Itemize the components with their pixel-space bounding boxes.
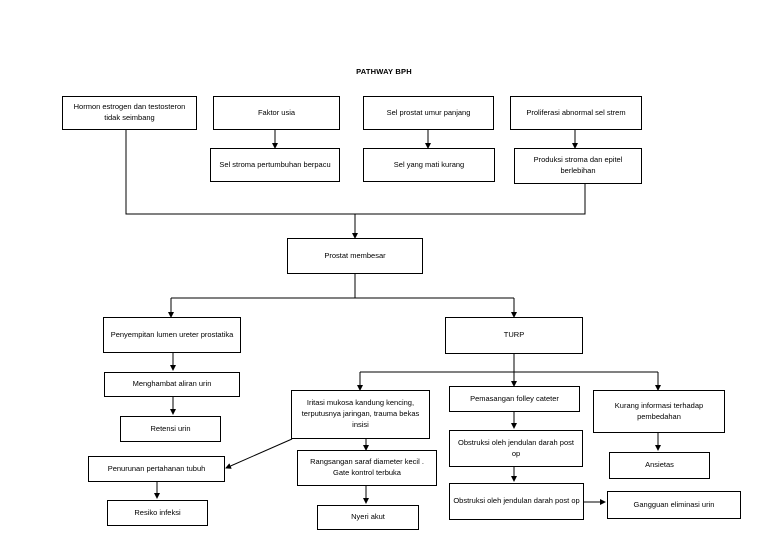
- node-proliferasi: Proliferasi abnormal sel strem: [510, 96, 642, 130]
- node-pemasangan: Pemasangan folley cateter: [449, 386, 580, 412]
- node-kurang-informasi: Kurang informasi terhadap pembedahan: [593, 390, 725, 433]
- node-ansietas: Ansietas: [609, 452, 710, 479]
- node-retensi: Retensi urin: [120, 416, 221, 442]
- node-penyempitan: Penyempitan lumen ureter prostatika: [103, 317, 241, 353]
- node-sel-mati: Sel yang mati kurang: [363, 148, 495, 182]
- node-obstruksi-1: Obstruksi oleh jendulan darah post op: [449, 430, 583, 467]
- node-produksi-stroma: Produksi stroma dan epitel berlebihan: [514, 148, 642, 184]
- connector-iritasi-penurunan: [225, 438, 293, 469]
- node-sel-stroma: Sel stroma pertumbuhan berpacu: [210, 148, 340, 182]
- node-prostat-membesar: Prostat membesar: [287, 238, 423, 274]
- node-gangguan: Gangguan eliminasi urin: [607, 491, 741, 519]
- node-resiko: Resiko infeksi: [107, 500, 208, 526]
- node-turp: TURP: [445, 317, 583, 354]
- diagram-title: PATHWAY BPH: [356, 67, 412, 76]
- node-nyeri: Nyeri akut: [317, 505, 419, 530]
- node-menghambat: Menghambat aliran urin: [104, 372, 240, 397]
- node-rangsangan: Rangsangan saraf diameter kecil . Gate k…: [297, 450, 437, 486]
- node-iritasi: Iritasi mukosa kandung kencing, terputus…: [291, 390, 430, 439]
- node-obstruksi-2: Obstruksi oleh jendulan darah post op: [449, 483, 584, 520]
- node-faktor-usia: Faktor usia: [213, 96, 340, 130]
- node-sel-prostat: Sel prostat umur panjang: [363, 96, 494, 130]
- node-hormon: Hormon estrogen dan testosteron tidak se…: [62, 96, 197, 130]
- node-penurunan: Penurunan pertahanan tubuh: [88, 456, 225, 482]
